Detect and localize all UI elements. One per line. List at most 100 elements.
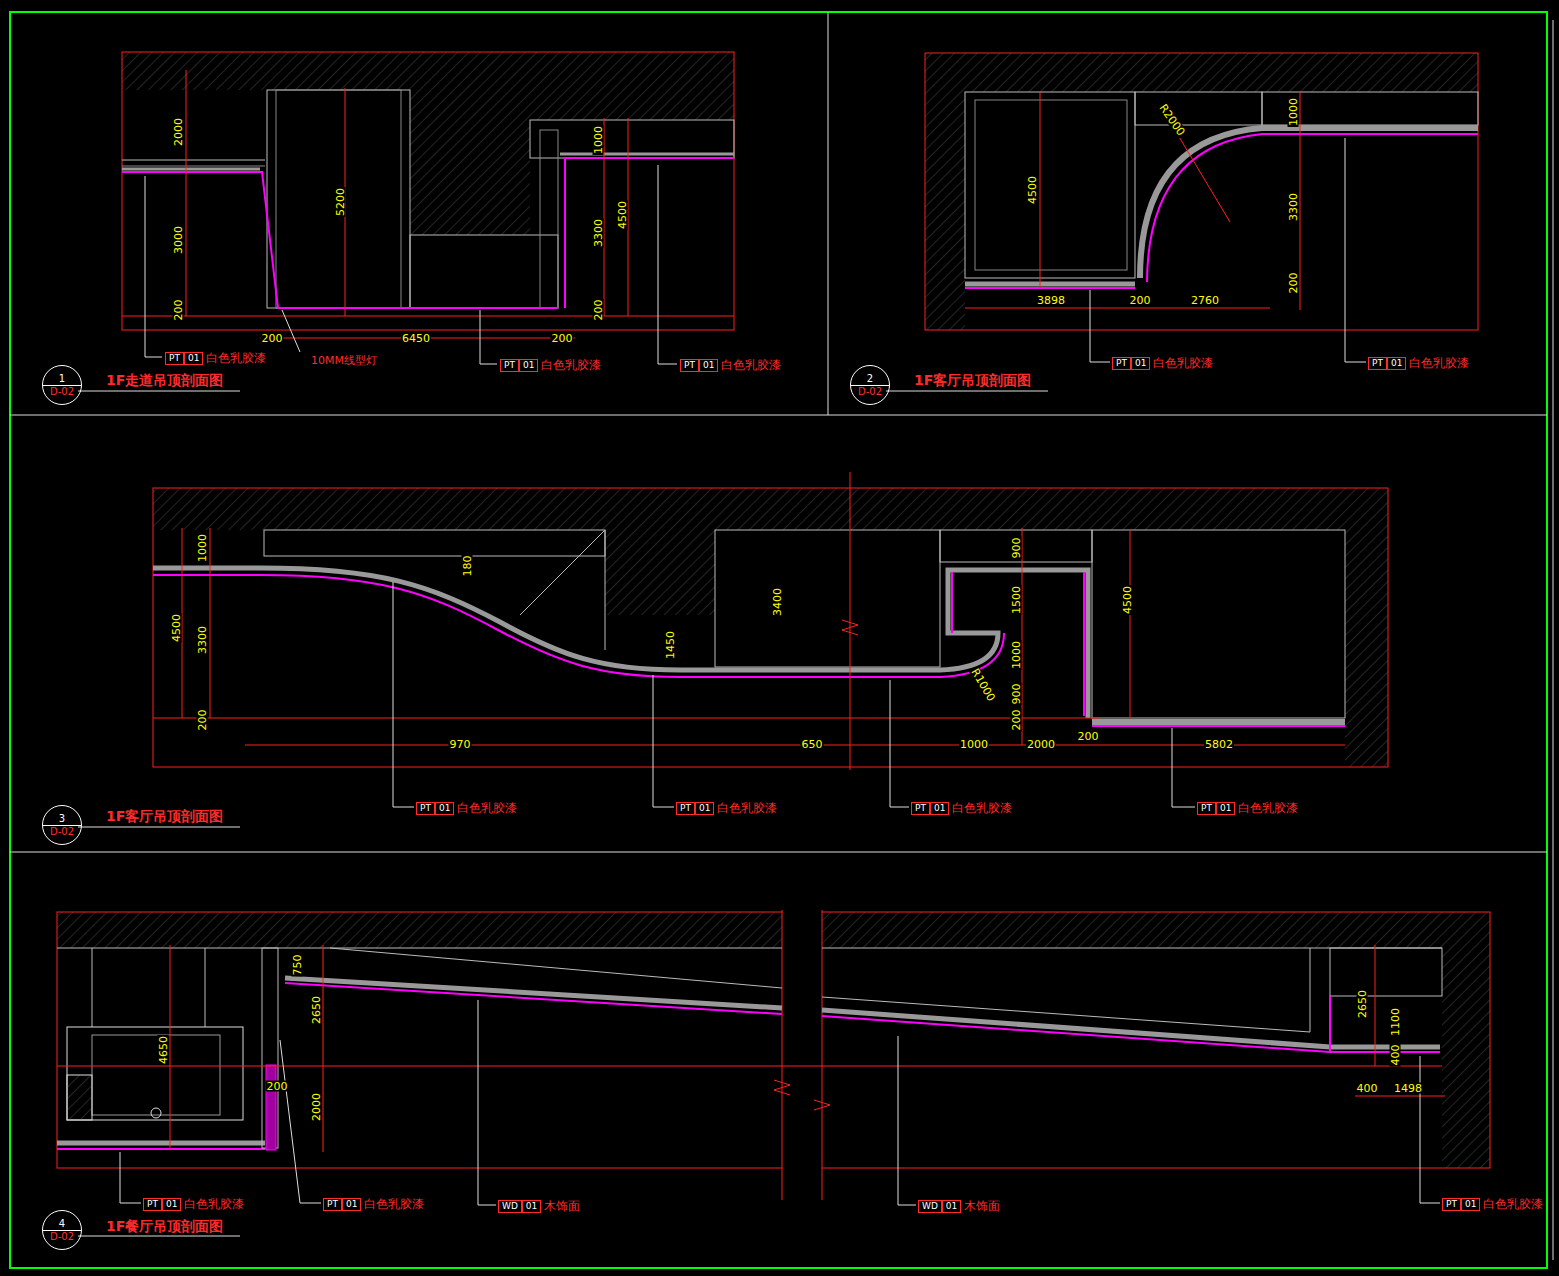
material-index: 01 xyxy=(1131,357,1150,370)
dimension-text: 1000 xyxy=(1288,97,1299,127)
drawing-line xyxy=(1330,948,1442,996)
drawing-line xyxy=(965,282,1135,287)
material-index: 01 xyxy=(1461,1198,1480,1211)
material-code: PT xyxy=(1112,357,1131,370)
dimension-text: 900 xyxy=(1011,683,1022,706)
material-name: 白色乳胶漆 xyxy=(721,357,781,374)
dimension-text: 1450 xyxy=(665,630,676,660)
dimension-text: 200 xyxy=(1011,709,1022,732)
dimension-text: 1000 xyxy=(1011,640,1022,670)
drawing-line xyxy=(153,488,1388,767)
material-name: 白色乳胶漆 xyxy=(1238,800,1298,817)
dimension-text: 3300 xyxy=(1288,192,1299,222)
material-code: PT xyxy=(680,359,699,372)
material-index: 01 xyxy=(699,359,718,372)
note-label: 10MM线型灯 xyxy=(310,355,378,366)
material-index: 01 xyxy=(942,1200,961,1213)
material-code: PT xyxy=(323,1198,342,1211)
drawing-line xyxy=(153,488,1388,767)
drawing-line xyxy=(57,912,1490,1168)
drawing-line xyxy=(782,905,822,1195)
dimension-text: 4500 xyxy=(1122,585,1133,615)
material-tag: PT01白色乳胶漆 xyxy=(1112,355,1213,372)
drawing-line xyxy=(540,130,558,308)
drawing-line xyxy=(330,948,1310,1032)
dimension-text: 900 xyxy=(1011,537,1022,560)
drawing-line xyxy=(205,948,206,1027)
dimension-text: 2650 xyxy=(311,995,322,1025)
material-code: WD xyxy=(918,1200,942,1213)
drawing-line xyxy=(1022,528,1023,745)
drawing-line xyxy=(78,1236,240,1237)
dimension-text: 3000 xyxy=(173,225,184,255)
drawing-line xyxy=(952,572,1084,716)
dimension-text: 3300 xyxy=(593,218,604,248)
drawing-line xyxy=(822,910,823,1200)
dimension-text: 2650 xyxy=(1357,989,1368,1019)
dimension-text: 3400 xyxy=(772,587,783,617)
drawing-line xyxy=(122,160,265,161)
dimension-text: 400 xyxy=(1390,1044,1401,1067)
material-tag: PT01白色乳胶漆 xyxy=(323,1196,424,1213)
callout-circle: 3D-02 xyxy=(42,805,82,845)
dimension-text: 1000 xyxy=(959,739,989,750)
dimension-text: 5802 xyxy=(1204,739,1234,750)
drawing-line xyxy=(92,1035,220,1115)
dimension-text: 200 xyxy=(261,333,284,344)
material-tag: PT01白色乳胶漆 xyxy=(1197,800,1298,817)
dimension-text: 200 xyxy=(173,299,184,322)
drawing-number: 4 xyxy=(43,1218,81,1231)
callout-circle: 1D-02 xyxy=(42,365,82,405)
drawing-line xyxy=(57,1066,1442,1067)
material-code: PT xyxy=(1368,357,1387,370)
material-tag: PT01白色乳胶漆 xyxy=(680,357,781,374)
callout-circle: 4D-02 xyxy=(42,1210,82,1250)
drawing-line xyxy=(122,158,734,308)
drawing-line xyxy=(1140,128,1478,278)
material-code: PT xyxy=(143,1198,162,1211)
dimension-text: 970 xyxy=(449,739,472,750)
material-tag: PT01白色乳胶漆 xyxy=(1368,355,1469,372)
dimension-text: 200 xyxy=(266,1081,289,1092)
dimension-text: 200 xyxy=(1288,272,1299,295)
drawing-line xyxy=(122,316,734,317)
material-code: PT xyxy=(165,352,184,365)
material-name: 白色乳胶漆 xyxy=(1153,355,1213,372)
drawing-line xyxy=(153,575,1004,677)
drawing-line xyxy=(122,52,734,364)
drawing-line xyxy=(842,620,858,635)
material-code: PT xyxy=(1442,1198,1461,1211)
dimension-text: 180 xyxy=(462,555,473,578)
material-tag: PT01白色乳胶漆 xyxy=(416,800,517,817)
drawing-line xyxy=(605,530,715,615)
drawing-line xyxy=(1040,92,1041,288)
dimension-text: R1000 xyxy=(969,666,997,704)
drawing-line xyxy=(122,166,265,167)
drawing-line xyxy=(1553,20,1554,1260)
drawing-line xyxy=(628,118,629,316)
drawing-line xyxy=(940,530,1092,562)
drawing-line xyxy=(925,53,1478,330)
material-code: PT xyxy=(676,802,695,815)
drawing-line xyxy=(975,100,1127,270)
drawing-line xyxy=(886,391,1048,392)
drawing-line xyxy=(122,154,734,169)
dimension-text: 1000 xyxy=(197,533,208,563)
drawing-line xyxy=(1135,92,1262,125)
drawing-line xyxy=(67,1075,92,1120)
drawing-line xyxy=(410,235,558,308)
drawing-title: 1F餐厅吊顶剖面图 xyxy=(105,1219,224,1233)
drawing-line xyxy=(1090,138,1366,362)
material-index: 01 xyxy=(1216,802,1235,815)
dimension-text: 1498 xyxy=(1393,1083,1423,1094)
dimension-text: 4500 xyxy=(1027,175,1038,205)
material-tag: WD01木饰面 xyxy=(498,1198,580,1215)
drawing-line xyxy=(122,52,734,330)
sheet-number: D-02 xyxy=(858,386,882,398)
drawing-line xyxy=(151,1108,161,1118)
dimension-text: 3300 xyxy=(197,625,208,655)
dimension-text: 2760 xyxy=(1190,295,1220,306)
material-name: 木饰面 xyxy=(964,1198,1000,1215)
